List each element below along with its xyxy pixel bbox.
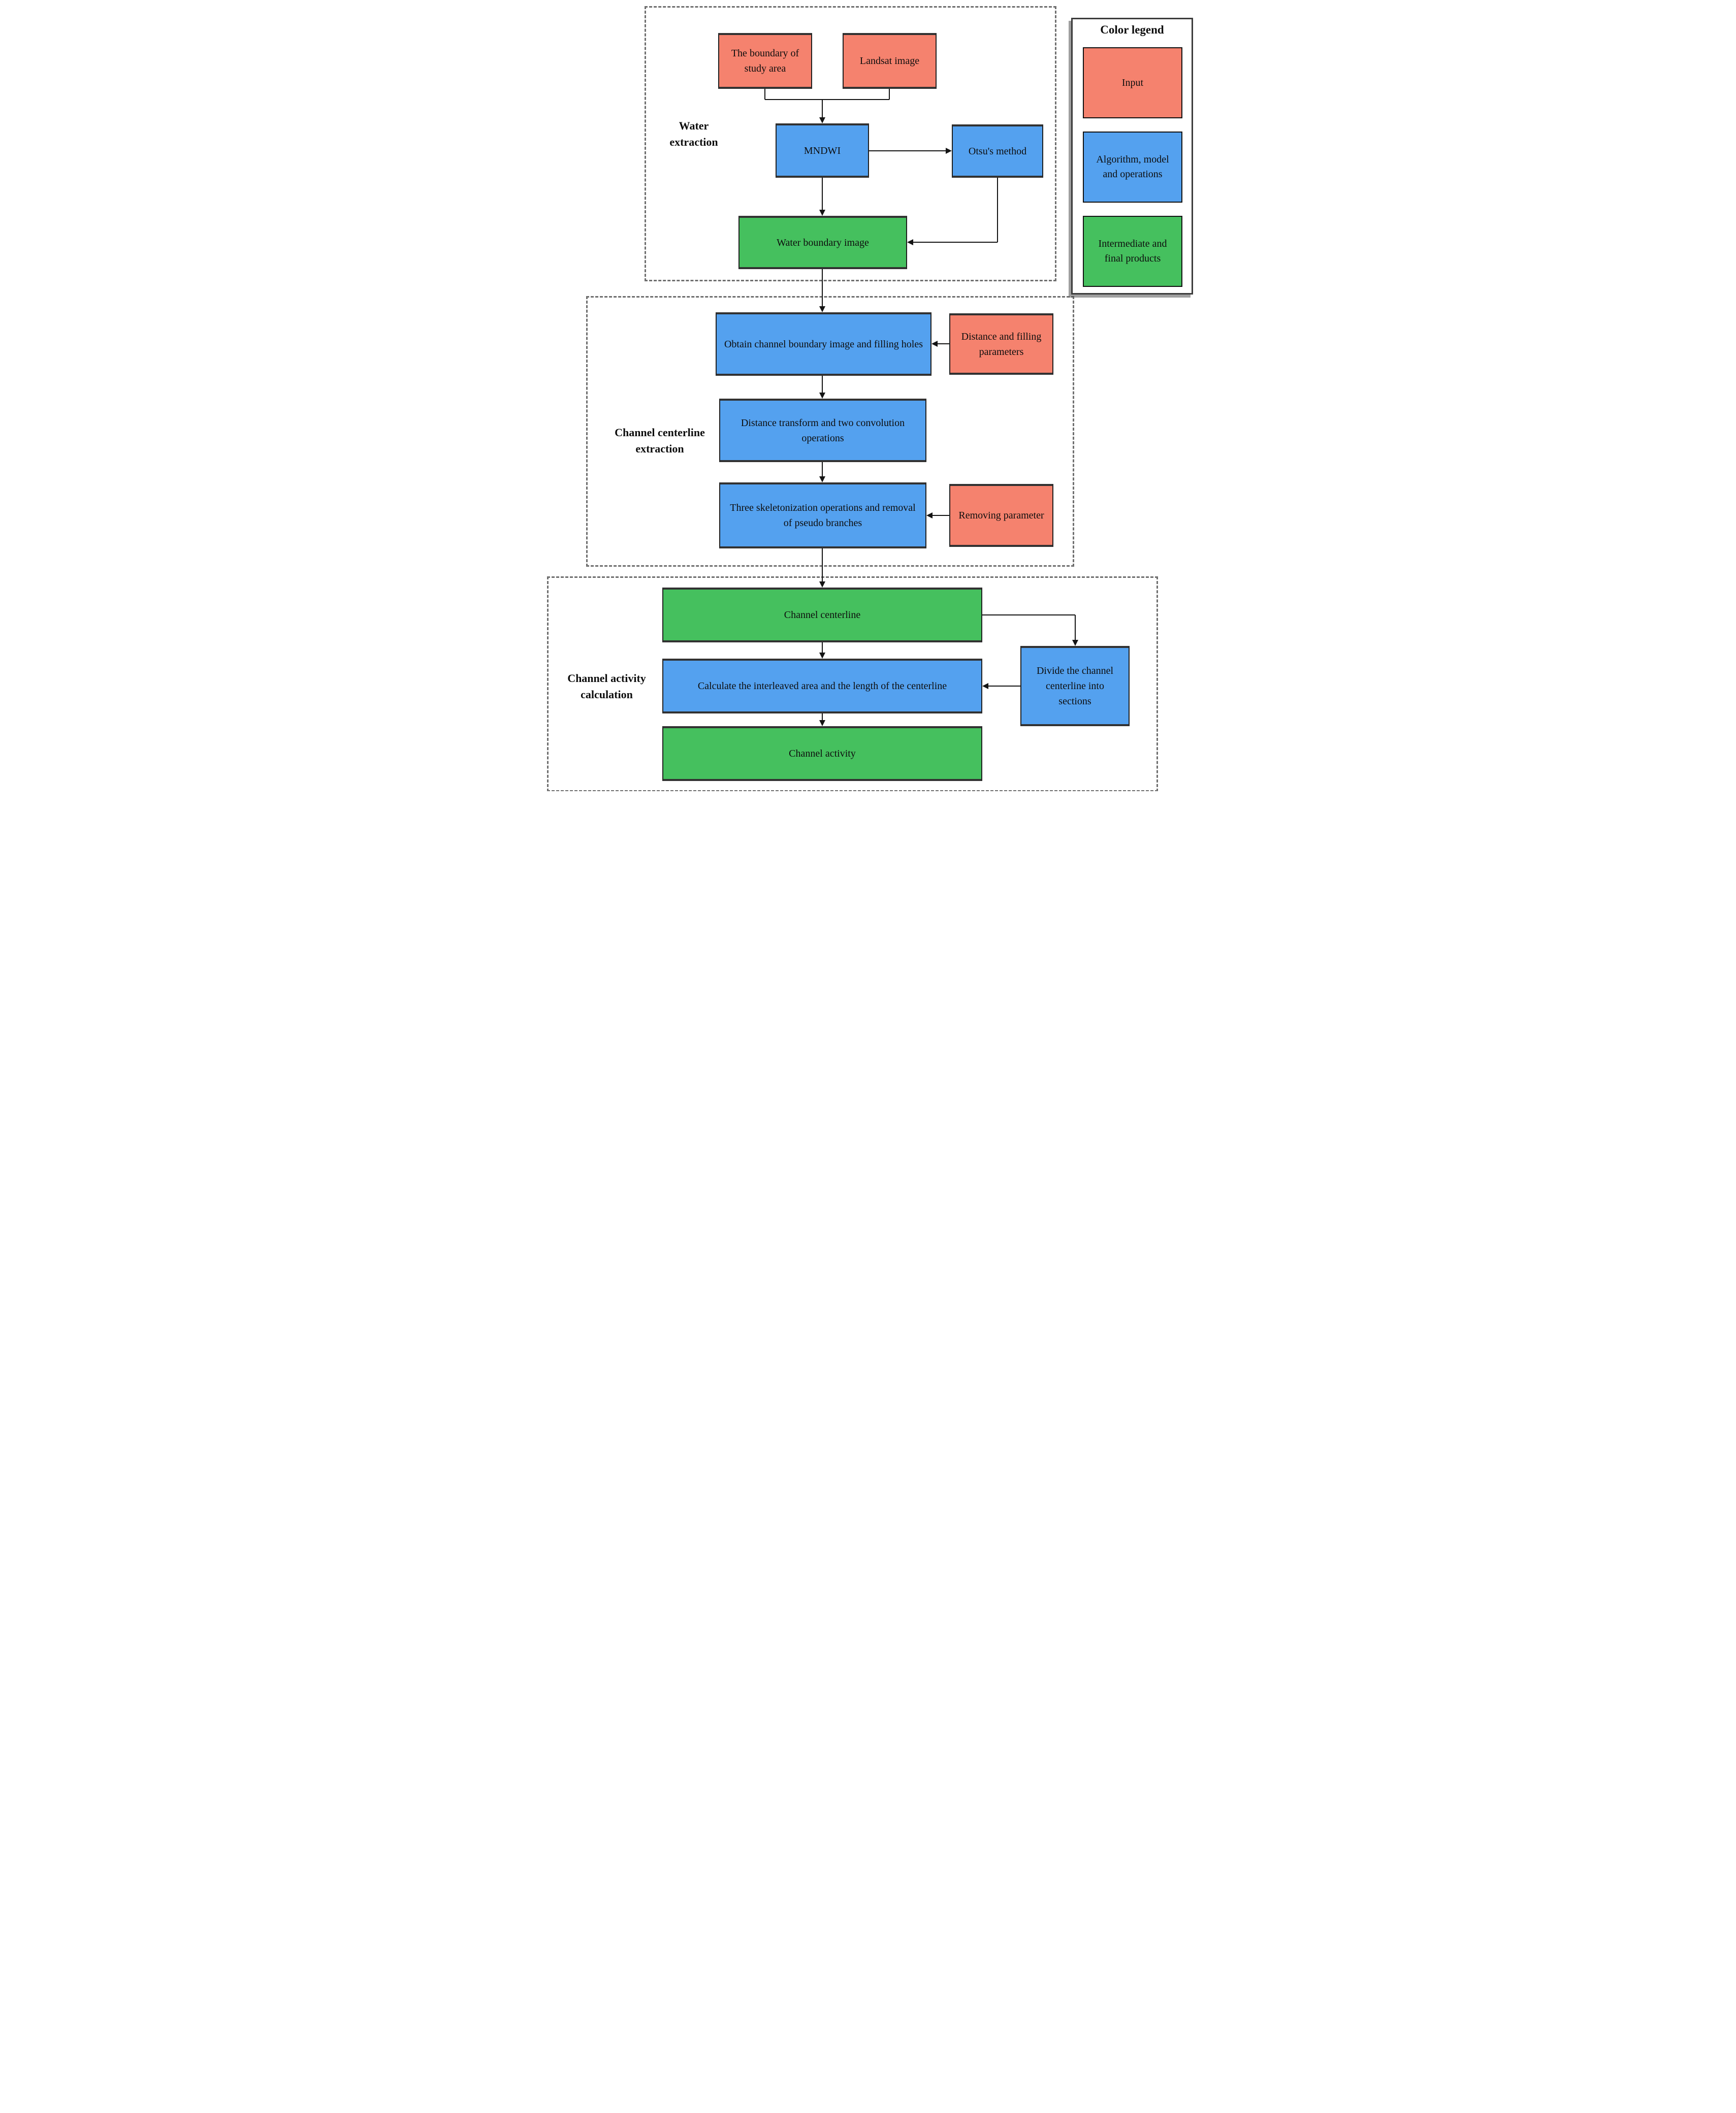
section-water-extraction [645, 6, 1056, 281]
legend-swatch-product: Intermediate and final products [1083, 216, 1182, 287]
legend-swatch-algorithm: Algorithm, model and operations [1083, 132, 1182, 203]
node-landsat-image: Landsat image [843, 33, 937, 89]
label-water-extraction: Water extraction [669, 119, 718, 148]
color-legend: Color legend Input Algorithm, model and … [1071, 18, 1193, 295]
label-channel-activity-calculation: Channel activity calculation [567, 672, 646, 701]
flowchart-canvas: Water extraction Channel centerline extr… [543, 0, 1193, 791]
section-channel-centerline-extraction [586, 296, 1074, 567]
section-channel-activity-calculation [547, 576, 1158, 791]
node-water-boundary-image: Water boundary image [738, 216, 907, 269]
node-otsu-method: Otsu's method [952, 124, 1043, 178]
node-channel-centerline: Channel centerline [662, 588, 982, 642]
label-channel-centerline-extraction: Channel centerline extraction [615, 426, 705, 455]
node-obtain-channel-boundary: Obtain channel boundary image and fillin… [716, 312, 931, 376]
node-calculate-interleaved-area: Calculate the interleaved area and the l… [662, 659, 982, 713]
node-boundary-of-study-area: The boundary of study area [718, 33, 812, 89]
node-mndwi: MNDWI [776, 123, 869, 178]
node-removing-parameter: Removing parameter [949, 484, 1053, 547]
node-divide-centerline: Divide the channel centerline into secti… [1020, 646, 1130, 726]
node-distance-filling-parameters: Distance and filling parameters [949, 313, 1053, 375]
node-distance-transform: Distance transform and two convolution o… [719, 399, 926, 462]
color-legend-title: Color legend [1100, 23, 1164, 36]
legend-swatch-input: Input [1083, 47, 1182, 118]
node-skeletonization: Three skeletonization operations and rem… [719, 482, 926, 548]
node-channel-activity: Channel activity [662, 726, 982, 781]
